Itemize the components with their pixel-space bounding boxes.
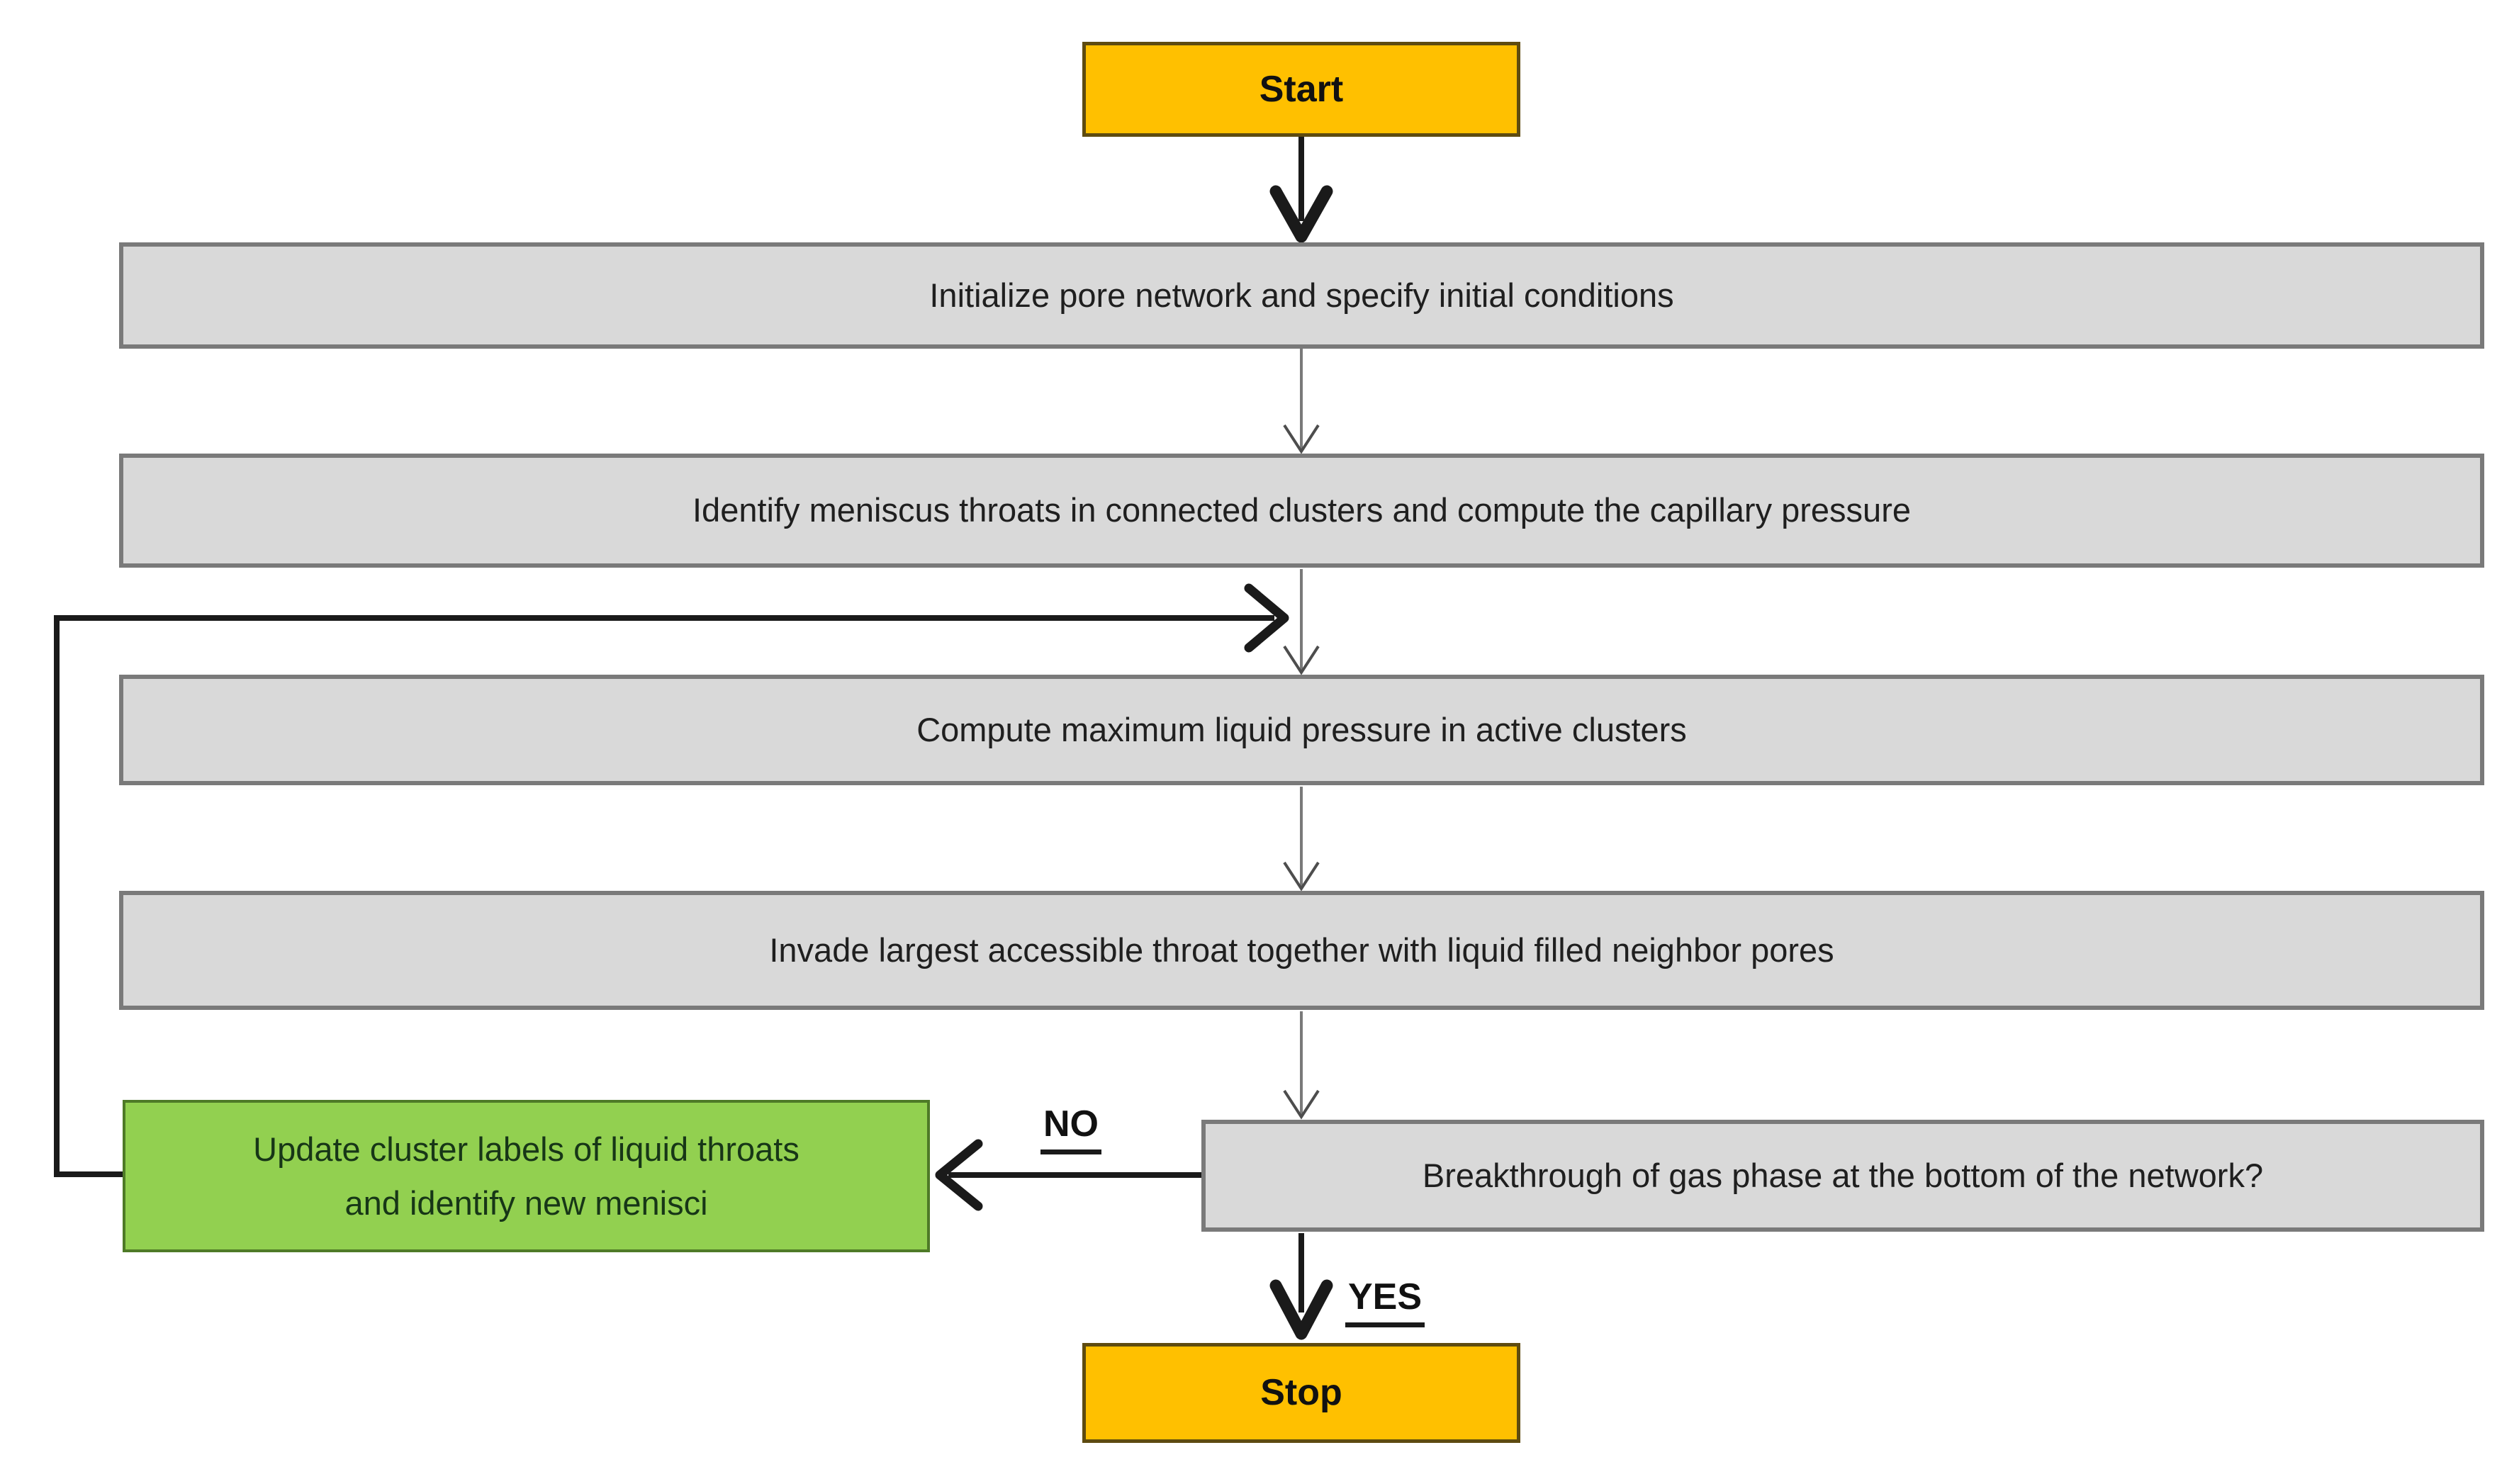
node-identify-meniscus: Identify meniscus throats in connected c… <box>119 454 2484 568</box>
node-initialize: Initialize pore network and specify init… <box>119 242 2484 349</box>
node-update-clusters: Update cluster labels of liquid throats … <box>123 1100 930 1252</box>
node-stop: Stop <box>1082 1343 1520 1443</box>
node-invade-label: Invade largest accessible throat togethe… <box>769 931 1834 969</box>
edge-label-yes: YES <box>1345 1276 1515 1327</box>
node-compute-pressure: Compute maximum liquid pressure in activ… <box>119 675 2484 785</box>
node-stop-label: Stop <box>1260 1372 1342 1413</box>
arrow-head <box>935 1139 983 1211</box>
node-invade-throat: Invade largest accessible throat togethe… <box>119 891 2484 1010</box>
node-breakthrough-decision: Breakthrough of gas phase at the bottom … <box>1201 1120 2484 1232</box>
arrow-head <box>1283 645 1320 675</box>
node-start-label: Start <box>1259 68 1344 110</box>
arrow-identify-to-compute <box>1283 569 1320 675</box>
arrow-head <box>1283 861 1320 892</box>
arrow-loop-update-to-compute <box>54 583 1289 1177</box>
node-start: Start <box>1082 42 1520 137</box>
arrow-initialize-to-identify <box>1283 349 1320 454</box>
edge-label-yes-text: YES <box>1345 1276 1425 1327</box>
arrow-start-to-initialize <box>1269 137 1333 243</box>
arrow-head <box>1283 424 1320 454</box>
arrow-invade-to-breakthrough <box>1283 1011 1320 1120</box>
edge-label-no: NO <box>992 1103 1150 1154</box>
node-update-label-line2: and identify new menisci <box>344 1184 708 1222</box>
arrow-yes-breakthrough-to-stop <box>1269 1233 1333 1340</box>
node-compute-label: Compute maximum liquid pressure in activ… <box>916 710 1687 748</box>
node-initialize-label: Initialize pore network and specify init… <box>929 276 1674 314</box>
arrow-head <box>1269 185 1333 243</box>
node-update-label-line1: Update cluster labels of liquid throats <box>253 1130 800 1169</box>
arrow-no-breakthrough-to-update <box>935 1139 1201 1211</box>
edge-label-no-text: NO <box>1040 1103 1101 1154</box>
node-identify-label: Identify meniscus throats in connected c… <box>692 491 1911 529</box>
arrow-shaft <box>54 615 1274 1177</box>
arrow-compute-to-invade <box>1283 787 1320 892</box>
arrow-head <box>1269 1279 1333 1340</box>
arrow-head <box>1283 1089 1320 1120</box>
node-breakthrough-label: Breakthrough of gas phase at the bottom … <box>1422 1156 2264 1194</box>
arrow-head <box>1244 583 1289 653</box>
